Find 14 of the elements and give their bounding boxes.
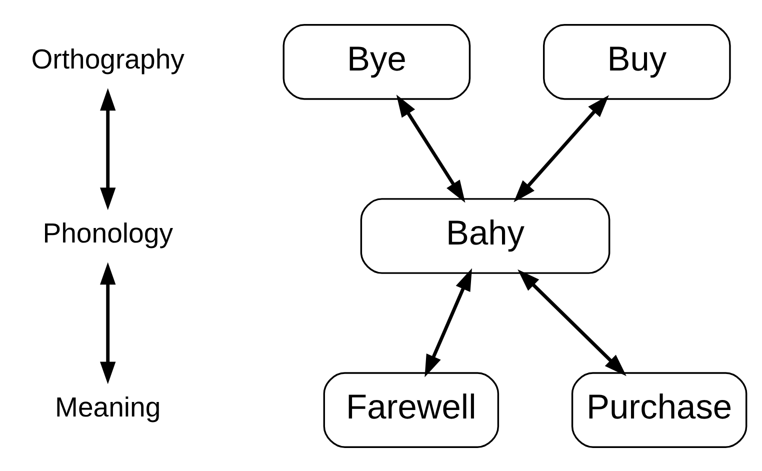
arrow: [424, 268, 472, 377]
arrow: [396, 94, 466, 202]
arrow: [100, 88, 116, 210]
node-text: Meaning: [54, 391, 161, 422]
node-box: Bye: [282, 24, 471, 100]
node-box: Bahy: [360, 198, 610, 274]
arrow: [518, 268, 626, 376]
node-box: Buy: [543, 24, 731, 100]
arrow: [100, 262, 116, 384]
node-text: Orthography: [31, 42, 184, 74]
node-text: Phonology: [42, 217, 173, 248]
node-box: Farewell: [323, 372, 500, 448]
node-box: Purchase: [571, 372, 748, 448]
arrow: [514, 94, 609, 202]
